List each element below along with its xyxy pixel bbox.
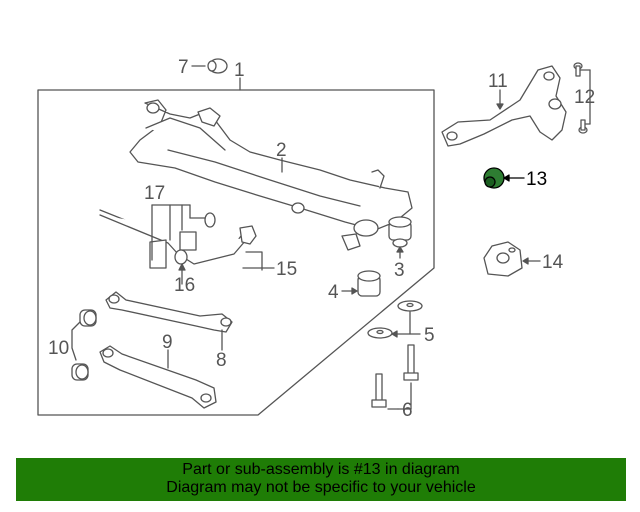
notice-banner: Part or sub-assembly is #13 in diagram D…: [16, 458, 626, 501]
part-8-link-arm: [105, 291, 233, 333]
part-9-link-arm: [99, 345, 217, 409]
part-16-bushing: [174, 249, 188, 265]
callout-12: 12: [574, 87, 595, 108]
leader-15: [245, 251, 275, 269]
part-6-bolts: [371, 344, 419, 408]
part-5-washers: [367, 300, 423, 339]
callout-6: 6: [402, 400, 413, 421]
part-3-mount: [388, 216, 412, 248]
part-14-mount: [483, 241, 523, 277]
callout-11: 11: [488, 71, 508, 92]
parts-diagram: 1 2 3 4 5 6 7 8 9 10 11 12 13 14 15 16 1…: [37, 57, 595, 421]
callout-13: 13: [526, 169, 547, 190]
callout-5: 5: [424, 325, 435, 346]
callout-16: 16: [174, 275, 195, 296]
assembly-outline: [37, 89, 435, 416]
callout-2: 2: [276, 140, 287, 161]
callout-1: 1: [234, 60, 245, 81]
part-7-bump-stop: [207, 58, 228, 74]
callout-7: 7: [178, 57, 189, 78]
callout-15: 15: [276, 259, 297, 280]
part-15-stabilizer: [99, 209, 257, 269]
callout-4: 4: [328, 282, 339, 303]
notice-line-disclaimer: Diagram may not be specific to your vehi…: [166, 479, 476, 496]
callout-3: 3: [394, 260, 405, 281]
callout-9: 9: [162, 332, 173, 353]
leader-10: [71, 321, 81, 361]
part-10-bushings: [71, 309, 97, 381]
callout-17: 17: [144, 183, 165, 204]
callout-8: 8: [216, 350, 227, 371]
callout-labels: 1 2 3 4 5 6 7 8 9 10 11 12 13 14 15 16 1…: [48, 57, 595, 421]
callout-10: 10: [48, 338, 69, 359]
part-2-subframe: [129, 99, 413, 251]
part-4-mount: [357, 270, 381, 297]
part-11-knuckle: [441, 65, 567, 147]
callout-14: 14: [542, 252, 564, 273]
part-13-bushing: [483, 167, 505, 189]
part-12-studs: [573, 62, 588, 134]
notice-line-part: Part or sub-assembly is #13 in diagram: [182, 461, 460, 478]
leader-5: [409, 311, 421, 335]
